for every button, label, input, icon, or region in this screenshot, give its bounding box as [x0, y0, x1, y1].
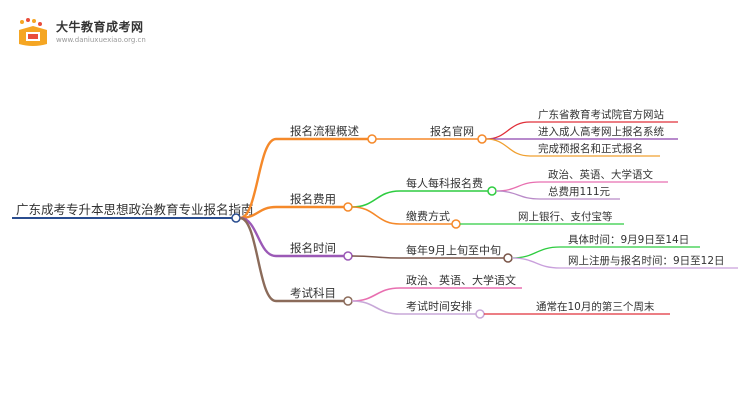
node-dot [475, 309, 485, 319]
leaf-topic: 广东省教育考试院官方网站 [538, 108, 664, 121]
logo-title: 大牛教育成考网 [56, 20, 144, 34]
leaf-topic: 总费用111元 [548, 185, 611, 198]
leaf-topic: 进入成人高考网上报名系统 [538, 125, 664, 138]
leaf-topic: 通常在10月的第三个周末 [536, 300, 655, 313]
leaf-topic: 网上注册与报名时间：9日至12日 [568, 254, 725, 267]
connector-line [485, 121, 531, 140]
branch-topic: 报名流程概述 [290, 124, 359, 138]
connector-line [495, 181, 541, 192]
leaf-topic: 政治、英语、大学语文 [548, 168, 653, 181]
graduation-cap-icon [19, 18, 47, 46]
connector-line [351, 300, 401, 315]
connector-line [351, 206, 401, 225]
subtopic: 政治、英语、大学语文 [406, 273, 516, 287]
connector-line [495, 190, 541, 200]
subtopic: 每年9月上旬至中旬 [406, 243, 501, 257]
subtopic: 缴费方式 [406, 209, 450, 223]
connector-line [485, 138, 531, 157]
node-dot [367, 134, 377, 144]
node-dot [343, 251, 353, 261]
leaf-topic: 具体时间：9月9日至14日 [568, 233, 689, 246]
node-dot [343, 202, 353, 212]
connector-line [511, 246, 561, 259]
node-dot [231, 213, 241, 223]
connector-line [351, 255, 401, 259]
site-logo[interactable]: 大牛教育成考网 www.daniuxuexiao.org.cn [16, 14, 216, 50]
leaf-topic: 网上银行、支付宝等 [518, 210, 613, 223]
node-dot [487, 186, 497, 196]
node-dot [451, 219, 461, 229]
subtopic: 考试时间安排 [406, 299, 472, 313]
node-dot [343, 296, 353, 306]
connector-line [239, 216, 277, 303]
logo-url: www.daniuxuexiao.org.cn [56, 36, 146, 44]
connector-line [239, 216, 277, 258]
connector-line [511, 257, 561, 269]
node-dot [477, 134, 487, 144]
branch-topic: 报名费用 [290, 192, 336, 206]
connector-line [239, 137, 277, 220]
branch-topic: 考试科目 [290, 286, 336, 300]
root-topic: 广东成考专升本思想政治教育专业报名指南 [16, 202, 254, 217]
branch-topic: 报名时间 [290, 241, 336, 255]
subtopic: 每人每科报名费 [406, 176, 483, 190]
leaf-topic: 完成预报名和正式报名 [538, 142, 643, 155]
connector-line [351, 287, 401, 302]
subtopic: 报名官网 [430, 124, 474, 138]
connector-line [351, 190, 401, 208]
node-dot [503, 253, 513, 263]
